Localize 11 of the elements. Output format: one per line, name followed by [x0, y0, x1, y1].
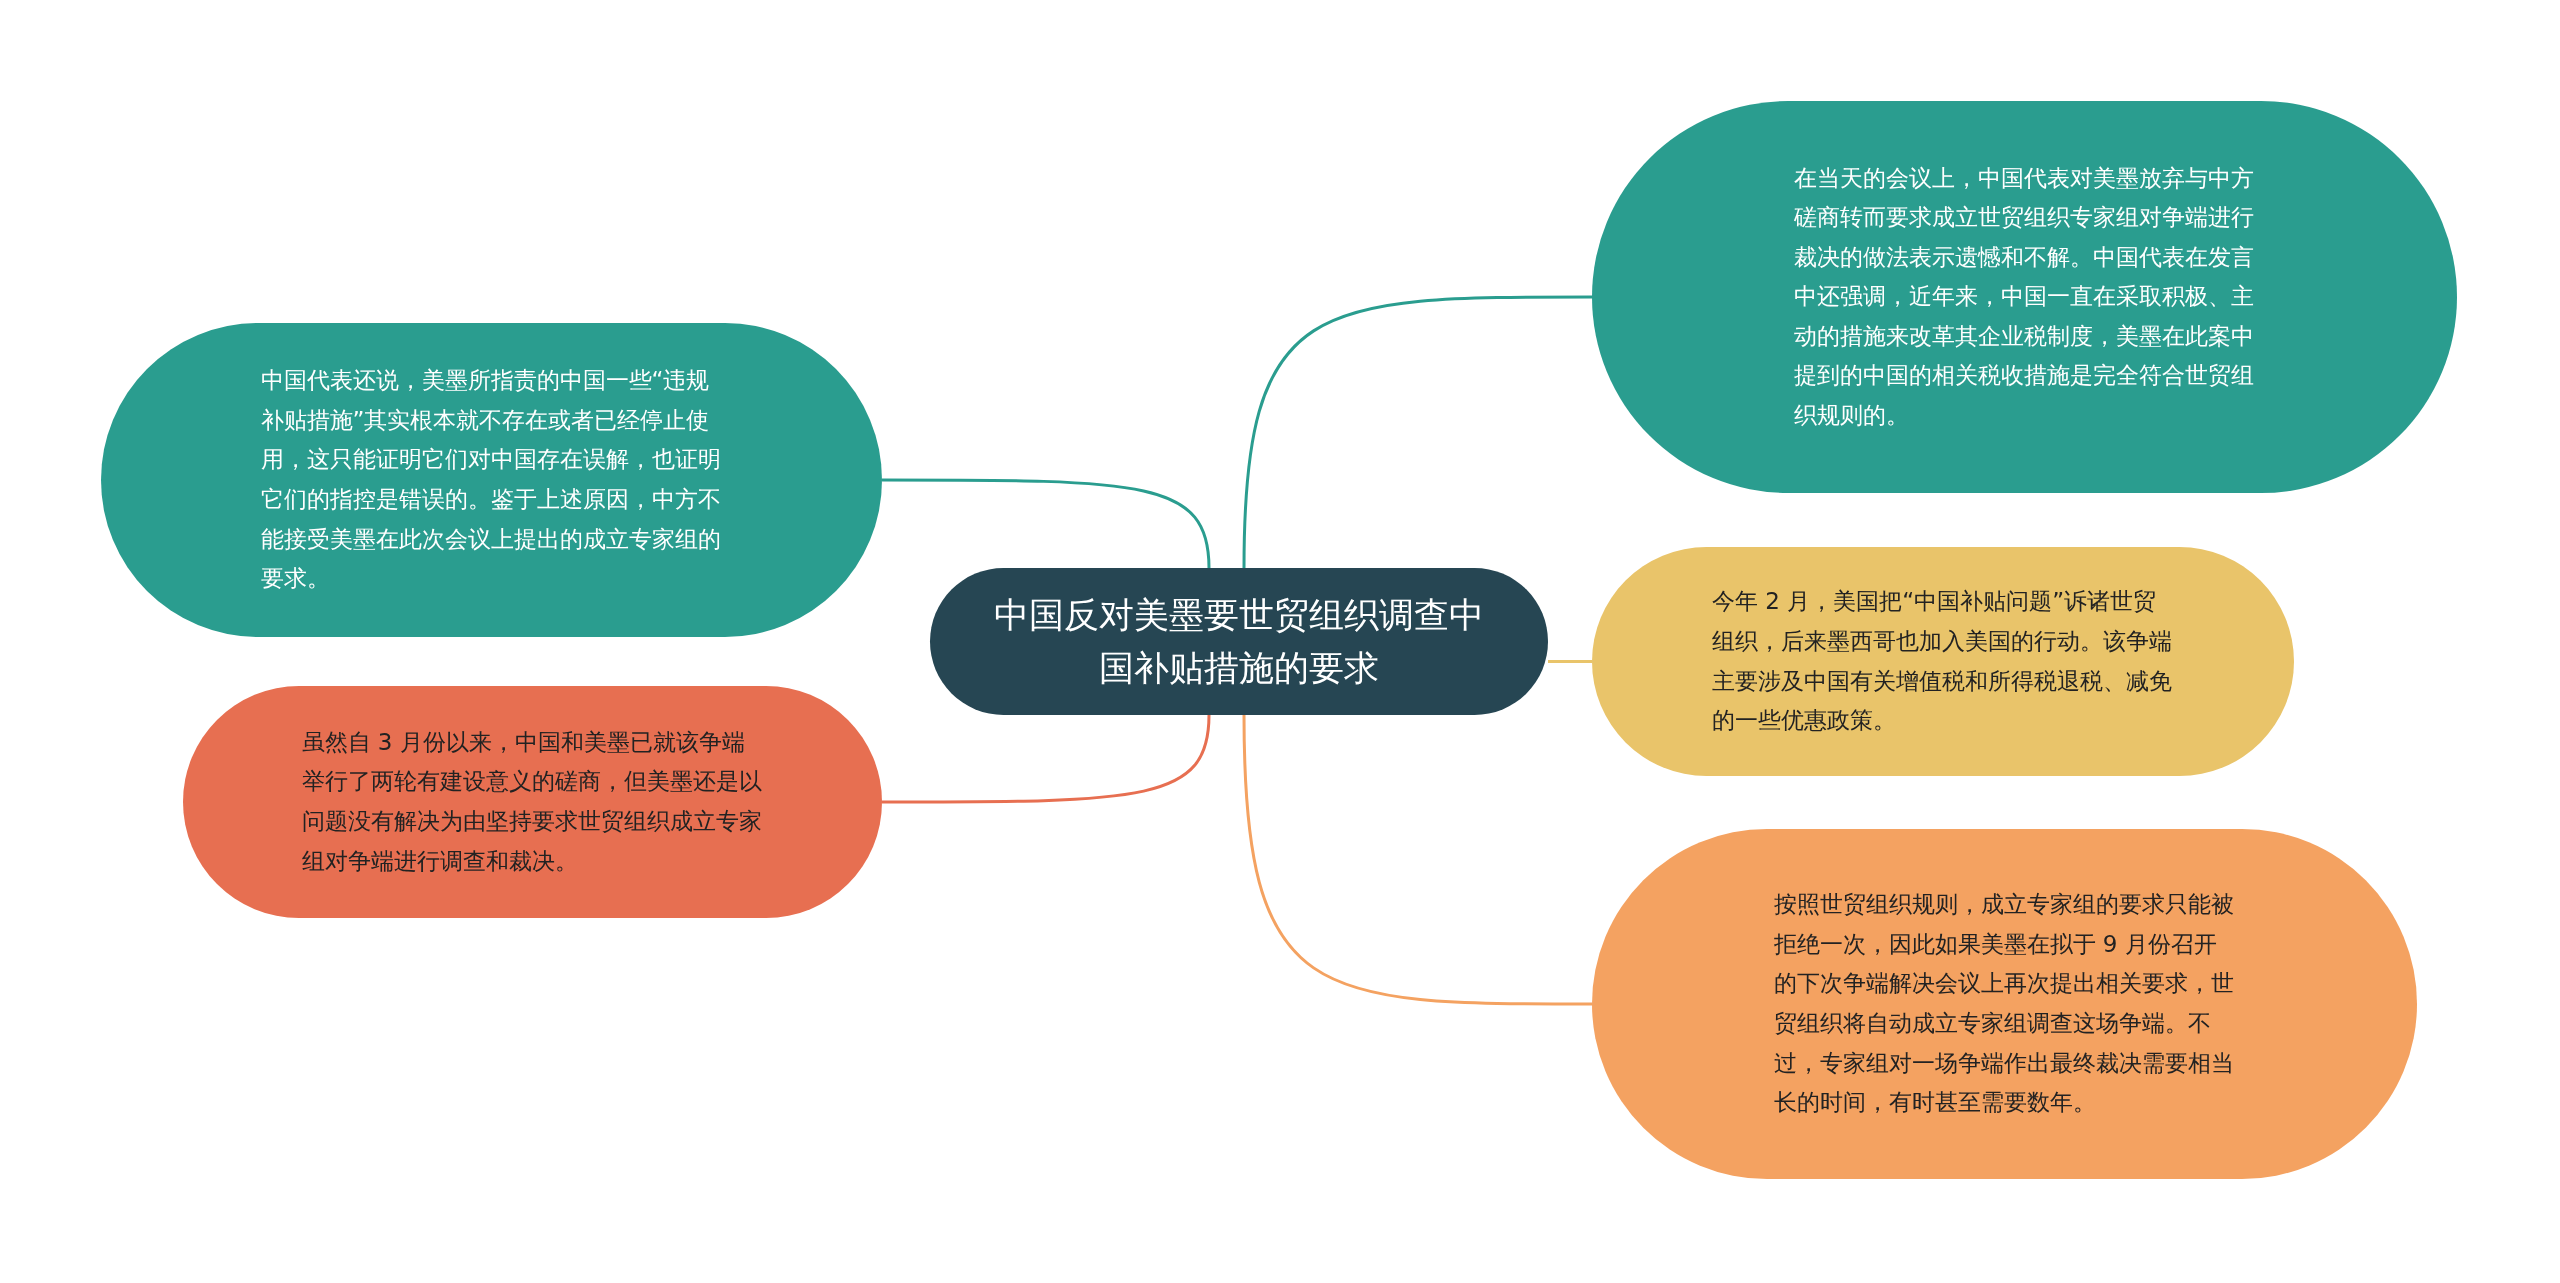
- branch-line: [1242, 295, 1592, 569]
- idea-text: 在当天的会议上，中国代表对美墨放弃与中方磋商转而要求成立世贸组织专家组对争端进行裁决的做法表示遗憾和不解。中国代表在发言中还强调，近年来，中国一直在采取积极、主动的措施来改革其企业税制度，美墨在此案中提到的中国的相关税收措施是完全符合世贸组织规则的。: [1793, 163, 2255, 430]
- branch-line: [882, 478, 1211, 569]
- topic-title: 中国反对美墨要世贸组织调查中国补贴措施的要求: [993, 594, 1485, 690]
- idea-text: 按照世贸组织规则，成立专家组的要求只能被拒绝一次，因此如果美墨在拟于 9 月份召开的下次争端解决会议上再次提出相关要求，世贸组织将自动成立专家组调查这场争端。不过，专家组对一场争端作出最终裁决需要相当长的时间，有时甚至需要数年。: [1773, 890, 2235, 1118]
- idea-text: 中国代表还说，美墨所指责的中国一些“违规补贴措施”其实根本就不存在或者已经停止使用，这只能证明它们对中国存在误解，也证明它们的指控是错误的。鉴于上述原因，中方不能接受美墨在此次会议上提出的成立专家组的要求。: [260, 366, 722, 594]
- branch-line: [882, 714, 1211, 804]
- idea-text: 今年 2 月，美国把“中国补贴问题”诉诸世贸组织，后来墨西哥也加入美国的行动。该争端主要涉及中国有关增值税和所得税退税、减免的一些优惠政策。: [1712, 587, 2173, 736]
- branch-line: [1548, 660, 1592, 663]
- branch-line: [1242, 714, 1592, 1006]
- idea-text: 虽然自 3 月份以来，中国和美墨已就该争端举行了两轮有建设意义的磋商，但美墨还是以问题没有解决为由坚持要求世贸组织成立专家组对争端进行调查和裁决。: [301, 727, 763, 876]
